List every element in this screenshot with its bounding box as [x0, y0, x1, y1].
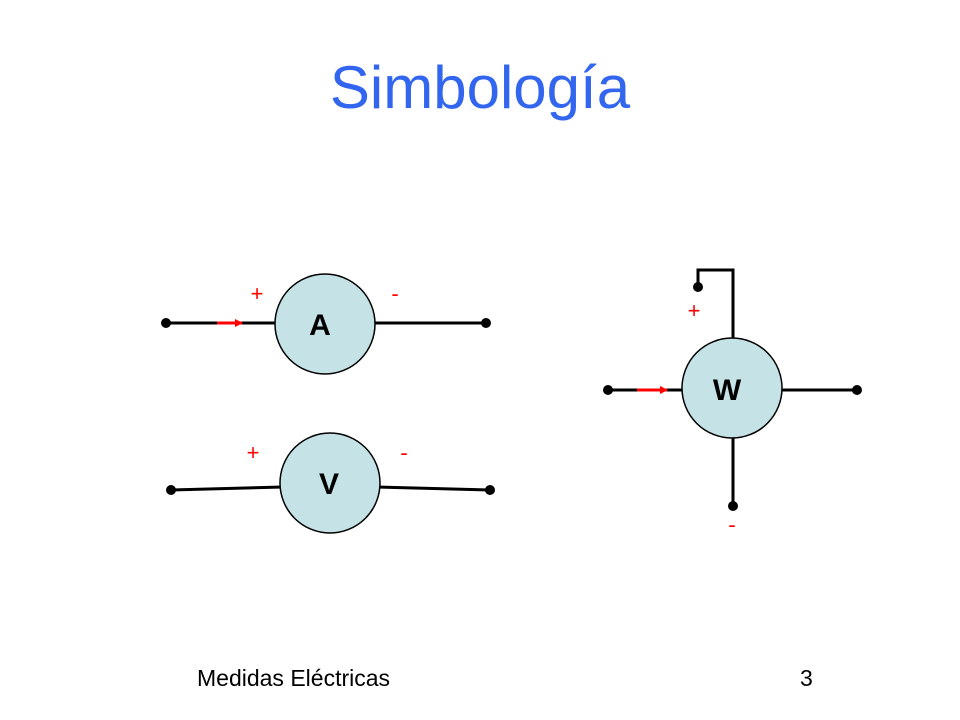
wattmeter-terminal-left [603, 385, 613, 395]
voltmeter-terminal-right [485, 485, 495, 495]
ammeter-terminal-right [481, 318, 491, 328]
voltmeter-symbol: V + - [166, 432, 495, 534]
ammeter-terminal-left [161, 318, 171, 328]
voltmeter-wire-left [170, 485, 284, 492]
voltmeter-wire-right [377, 485, 491, 492]
voltmeter-label: V [319, 468, 339, 501]
footer-page-number: 3 [800, 665, 813, 691]
voltmeter-plus-label: + [247, 440, 260, 465]
wattmeter-plus-label: + [688, 298, 701, 323]
voltmeter-minus-label: - [400, 440, 407, 465]
wattmeter-voltage-coil-wire-top [696, 268, 735, 338]
page-title: Simbología [329, 54, 631, 121]
ammeter-circle [274, 273, 376, 375]
wattmeter-terminal-bottom [728, 501, 738, 511]
wattmeter-terminal-top [693, 282, 703, 292]
voltmeter-circle [279, 432, 381, 534]
ammeter-minus-label: - [391, 281, 398, 306]
ammeter-symbol: A + - [161, 273, 491, 375]
wattmeter-symbol: W + - [603, 268, 862, 537]
ammeter-label: A [309, 309, 331, 342]
wattmeter-circle [681, 337, 783, 439]
ammeter-plus-label: + [251, 281, 264, 306]
footer-course-title: Medidas Eléctricas [197, 665, 391, 691]
wattmeter-label: W [713, 374, 742, 407]
wattmeter-minus-label: - [728, 512, 735, 537]
wattmeter-terminal-right [852, 385, 862, 395]
voltmeter-terminal-left [166, 485, 176, 495]
